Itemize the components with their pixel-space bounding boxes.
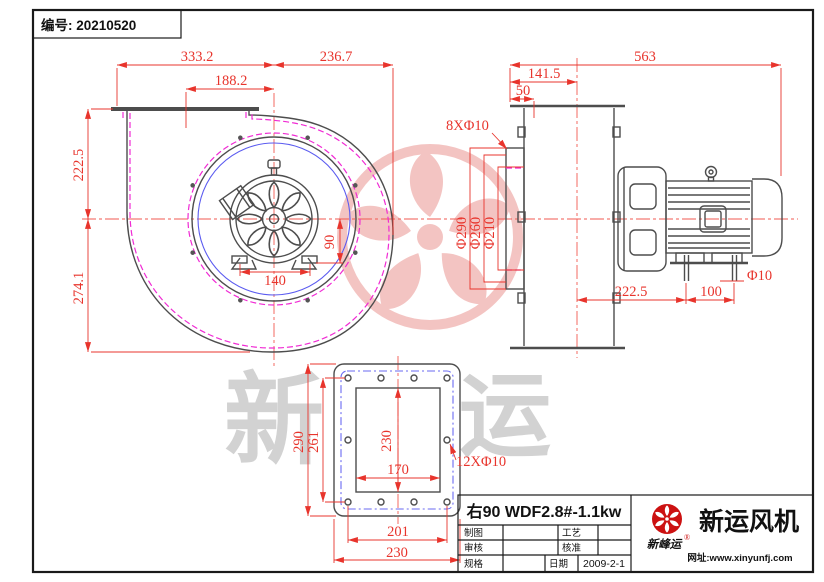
dim-outlet-bolts: 12XΦ10 [456,454,506,470]
side-view: Φ290 Φ260 Φ210 563 141.5 50 8XΦ10 222.5 … [446,49,798,358]
side-plate-bolts [190,135,358,303]
dim-foot-drop: 90 [322,235,338,250]
dim-outlet-center: 188.2 [215,73,248,89]
dim-foot-pitch: 100 [700,284,722,300]
watermark-char-left: 新 [224,365,324,477]
dim-upper-height: 222.5 [71,149,87,182]
dim-foot-hole: Φ10 [747,268,772,284]
dim-outer-height: 290 [291,431,307,453]
company-logo [652,504,682,534]
dim-flange-offset: 50 [516,83,531,99]
process-label: 工艺 [562,528,581,539]
front-dimensions: 333.2 188.2 236.7 222.5 274.1 140 90 [71,49,394,353]
dim-inlet-dia: Φ210 [482,217,498,249]
inlet-circle [197,142,351,296]
side-plate-circle [191,136,357,302]
rear-cover [752,178,783,257]
dim-bolt-height: 261 [306,431,322,453]
sheet-border [31,8,815,574]
date-label: 日期 [549,559,568,570]
volute-liner [129,113,390,349]
motor-face [218,159,319,270]
dim-outer-width: 230 [386,545,408,561]
inlet-diameter-dims: Φ290 Φ260 Φ210 [454,147,524,290]
spec-label: 规格 [464,558,484,570]
registered-mark: ® [684,533,690,542]
dim-total-length: 563 [634,49,656,65]
dim-opening-height: 230 [379,430,395,452]
flange-bolt-line [340,370,454,510]
volute-outline [126,111,394,353]
website: 网址:www.xinyunfj.com [687,552,792,564]
side-dimensions: 563 141.5 50 8XΦ10 222.5 100 Φ10 [446,49,782,304]
dim-opening-width: 170 [387,462,409,478]
model-name: 右90 WDF2.8#-1.1kw [467,502,622,521]
dim-inlet-to-center: 141.5 [528,66,561,82]
approved-label: 核准 [562,542,582,554]
company-name: 新运风机 [699,507,799,536]
dim-center-to-foot: 222.5 [615,284,648,300]
dim-right-width: 236.7 [320,49,353,65]
dim-flange-od: Φ290 [454,217,470,249]
outlet-dimensions: 290 261 230 170 12XΦ10 201 230 [291,363,506,564]
motor-body [665,165,783,281]
outlet-flange-view: 290 261 230 170 12XΦ10 201 230 [291,356,506,564]
terminal-box [699,205,727,233]
casing-bolts [517,126,621,304]
doc-number: 编号: 20210520 [41,17,136,33]
watermark-char-right: 运 [459,366,551,468]
dim-bolt-width: 201 [387,524,409,540]
flange-holes [344,374,451,506]
dim-total-width: 333.2 [181,49,214,65]
logo-script: 新峰运 [647,538,683,551]
dim-foot-span: 140 [264,273,286,289]
dim-bolt-circle: Φ260 [468,217,484,249]
title-block: 右90 WDF2.8#-1.1kw 制图 工艺 审核 核准 规格 日期 2009… [457,494,814,573]
dim-lower-height: 274.1 [71,272,87,305]
drafted-label: 制图 [464,527,483,539]
date-value: 2009-2-1 [583,558,625,570]
brand-box: 新运风机 新峰运 ® 网址:www.xinyunfj.com [647,504,799,564]
dim-inlet-bolts: 8XΦ10 [446,118,489,134]
inlet-seal-circle [187,132,361,306]
flange-outer [333,363,461,517]
eye-bolt [704,165,718,179]
checked-label: 审核 [464,542,484,554]
front-view: 333.2 188.2 236.7 222.5 274.1 140 90 [71,49,462,366]
